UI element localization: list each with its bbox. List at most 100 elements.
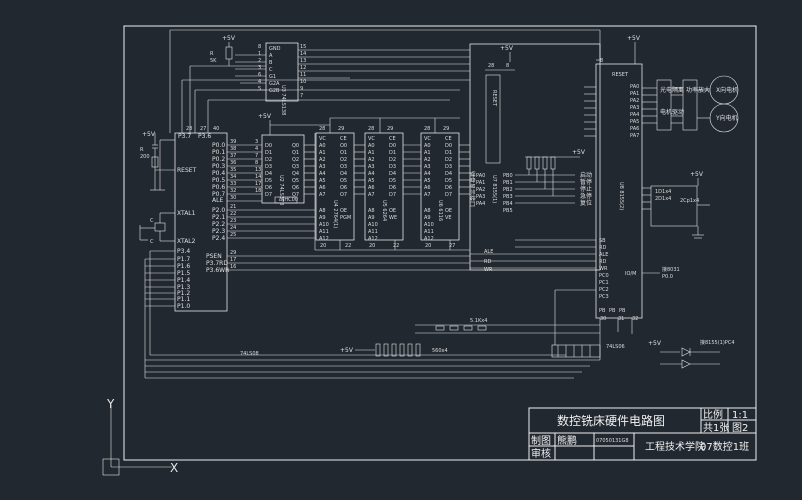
svg-text:O5: O5 bbox=[340, 178, 347, 184]
svg-text:A6: A6 bbox=[319, 185, 326, 191]
svg-text:A12: A12 bbox=[424, 236, 434, 242]
svg-text:D2: D2 bbox=[445, 157, 452, 163]
svg-text:16: 16 bbox=[230, 264, 236, 270]
svg-text:G2A: G2A bbox=[269, 81, 280, 87]
svg-text:ALE: ALE bbox=[484, 249, 493, 255]
svg-text:21: 21 bbox=[230, 204, 236, 210]
svg-text:PA6: PA6 bbox=[630, 126, 639, 132]
svg-text:8: 8 bbox=[506, 63, 509, 69]
svg-text:PA1: PA1 bbox=[630, 91, 639, 97]
svg-text:PA0: PA0 bbox=[630, 84, 639, 90]
svg-text:VC: VC bbox=[319, 136, 326, 142]
svg-text:+5V: +5V bbox=[222, 35, 236, 42]
title-block: 数控铣床硬件电路图 比例 1:1 共1张 图2 制图 熊鹏 07050131G8… bbox=[528, 407, 757, 461]
svg-text:+5V: +5V bbox=[142, 131, 156, 138]
svg-text:P3.6WR: P3.6WR bbox=[206, 267, 229, 274]
svg-text:U2 74LS373: U2 74LS373 bbox=[278, 175, 284, 205]
svg-text:VC: VC bbox=[368, 136, 375, 142]
svg-text:35: 35 bbox=[230, 167, 236, 173]
svg-text:8: 8 bbox=[258, 44, 261, 50]
svg-text:D5: D5 bbox=[389, 178, 396, 184]
svg-text:P0.7: P0.7 bbox=[212, 191, 225, 198]
svg-text:XTAL2: XTAL2 bbox=[177, 238, 196, 245]
svg-text:P3.4: P3.4 bbox=[177, 248, 190, 255]
svg-text:C: C bbox=[150, 218, 154, 224]
svg-text:A8: A8 bbox=[424, 208, 431, 214]
svg-text:A6: A6 bbox=[424, 185, 431, 191]
svg-text:WE: WE bbox=[389, 215, 397, 221]
x-motor-label: X向电机 bbox=[716, 86, 738, 94]
svg-text:P3.7RD: P3.7RD bbox=[206, 260, 228, 267]
svg-text:2D1x4: 2D1x4 bbox=[655, 196, 671, 202]
svg-text:X: X bbox=[170, 461, 178, 475]
svg-text:33: 33 bbox=[230, 181, 236, 187]
svg-text:A4: A4 bbox=[424, 171, 431, 177]
svg-text:PC0: PC0 bbox=[599, 273, 609, 279]
svg-text:PSEN: PSEN bbox=[206, 253, 222, 260]
cpu-reset-pin: RESET bbox=[177, 167, 197, 174]
bottom-section: 5.1Kx4 +5V 560x4 74LS08 74LS06 bbox=[144, 251, 735, 379]
svg-text:74LS06: 74LS06 bbox=[606, 344, 625, 350]
svg-text:O3: O3 bbox=[340, 164, 347, 170]
svg-text:28: 28 bbox=[186, 126, 192, 132]
svg-text:WR: WR bbox=[484, 267, 493, 273]
svg-text:D7: D7 bbox=[265, 192, 272, 198]
svg-text:7: 7 bbox=[300, 93, 303, 99]
svg-text:A10: A10 bbox=[368, 222, 378, 228]
svg-text:O1: O1 bbox=[340, 150, 347, 156]
svg-text:8: 8 bbox=[255, 160, 258, 166]
svg-text:D5: D5 bbox=[445, 178, 452, 184]
svg-text:3: 3 bbox=[258, 65, 261, 71]
svg-text:R: R bbox=[210, 51, 214, 57]
svg-text:15: 15 bbox=[300, 44, 306, 50]
svg-text:31: 31 bbox=[618, 316, 624, 322]
svg-text:07050131G8: 07050131G8 bbox=[596, 438, 629, 444]
svg-text:A0: A0 bbox=[424, 143, 431, 149]
svg-text:+5V: +5V bbox=[690, 171, 704, 178]
svg-text:Q5: Q5 bbox=[292, 178, 299, 184]
reset-circuit: +5V R 200 bbox=[140, 131, 175, 191]
svg-text:P0.1: P0.1 bbox=[212, 149, 225, 156]
svg-text:A2: A2 bbox=[424, 157, 431, 163]
svg-text:P0.0: P0.0 bbox=[662, 274, 673, 280]
svg-text:560x4: 560x4 bbox=[432, 348, 448, 354]
svg-text:PB: PB bbox=[599, 308, 606, 314]
svg-text:PA0: PA0 bbox=[476, 173, 485, 179]
crystal-oscillator: C C bbox=[139, 213, 166, 245]
svg-text:30: 30 bbox=[600, 316, 606, 322]
svg-text:PA7: PA7 bbox=[630, 133, 639, 139]
svg-text:IO/M: IO/M bbox=[625, 271, 636, 277]
svg-text:PB1: PB1 bbox=[503, 180, 513, 186]
svg-text:22: 22 bbox=[393, 243, 399, 249]
svg-text:1: 1 bbox=[258, 51, 261, 57]
svg-text:4: 4 bbox=[255, 146, 258, 152]
svg-text:D4: D4 bbox=[389, 171, 396, 177]
svg-text:D3: D3 bbox=[265, 164, 272, 170]
svg-text:D5: D5 bbox=[265, 178, 272, 184]
svg-text:PB: PB bbox=[619, 308, 626, 314]
svg-text:13: 13 bbox=[300, 58, 306, 64]
svg-text:OE: OE bbox=[445, 208, 452, 214]
svg-text:CE: CE bbox=[389, 136, 396, 142]
svg-text:+5V: +5V bbox=[572, 149, 586, 156]
svg-text:D2: D2 bbox=[389, 157, 396, 163]
svg-text:D1: D1 bbox=[389, 150, 396, 156]
svg-text:A9: A9 bbox=[424, 215, 431, 221]
svg-text:D3: D3 bbox=[445, 164, 452, 170]
svg-text:Q2: Q2 bbox=[292, 157, 299, 163]
svg-text:A8: A8 bbox=[319, 208, 326, 214]
svg-text:键盘显示接口: 键盘显示接口 bbox=[468, 171, 476, 207]
svg-text:RESET: RESET bbox=[612, 72, 629, 78]
svg-text:GND: GND bbox=[269, 46, 281, 52]
svg-text:A1: A1 bbox=[319, 150, 326, 156]
svg-text:PGM: PGM bbox=[340, 215, 351, 221]
svg-text:25: 25 bbox=[230, 232, 236, 238]
svg-text:5K: 5K bbox=[210, 58, 217, 64]
svg-text:29: 29 bbox=[338, 126, 344, 132]
svg-text:工程技术学院: 工程技术学院 bbox=[645, 440, 705, 453]
svg-text:+5V: +5V bbox=[340, 347, 354, 354]
svg-text:A5: A5 bbox=[368, 178, 375, 184]
